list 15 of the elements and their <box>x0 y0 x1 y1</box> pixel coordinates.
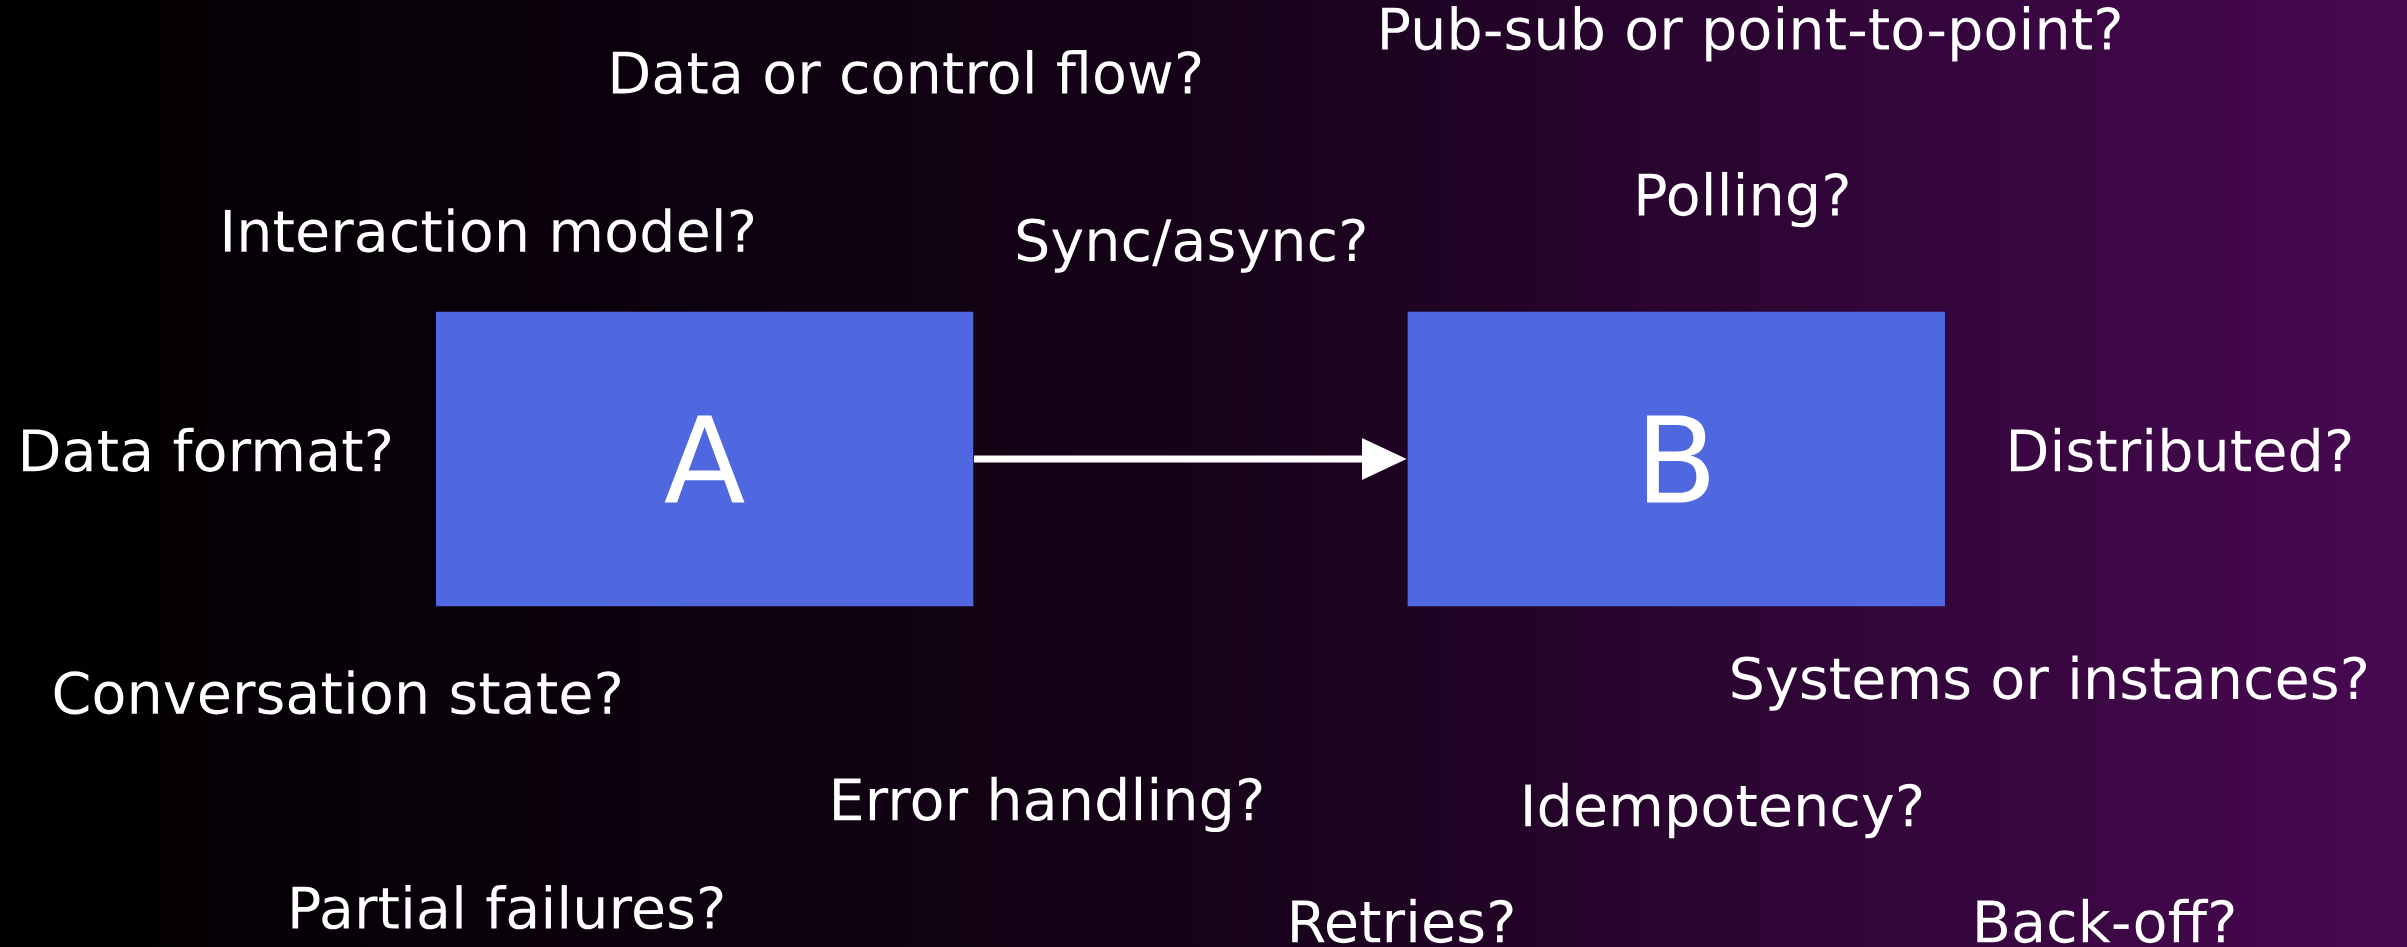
question-text: Polling? <box>1638 171 1848 228</box>
question-text: Sync/async? <box>1017 218 1365 273</box>
question-text: Interaction model? <box>224 208 754 253</box>
question-text: Pub-sub or point-to-point? <box>1382 6 2120 62</box>
letter-box: A <box>435 311 974 607</box>
question-text: Partial failures? <box>292 885 723 930</box>
question-text: Error handling? <box>834 776 1262 833</box>
question-text: Idempotency? <box>1525 782 1922 839</box>
question-text: Conversation state? <box>54 670 620 715</box>
question-text: Retries? <box>1292 898 1513 944</box>
question-text: Distributed? <box>2010 427 2351 472</box>
letter-box: B <box>1407 311 1945 607</box>
question-text: Back-off? <box>1977 898 2234 944</box>
question-text: Systems or instances? <box>1732 655 2366 711</box>
question-text: Data or control flow? <box>612 49 1201 95</box>
